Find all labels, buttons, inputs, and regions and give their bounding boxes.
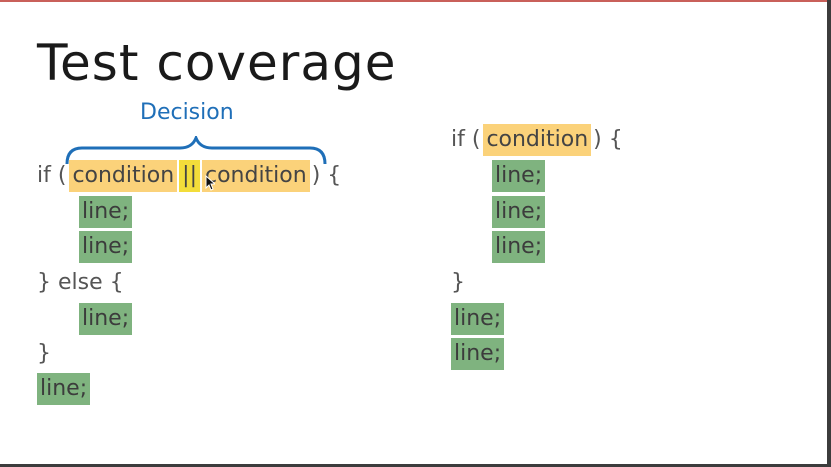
condition-highlight-2: condition: [201, 160, 310, 192]
left-line-3: line;: [79, 303, 133, 335]
covered-line: line;: [37, 373, 91, 405]
covered-line: line;: [492, 196, 546, 228]
left-line-1: line;: [79, 196, 133, 228]
covered-line: line;: [451, 338, 505, 370]
left-else: } else {: [37, 270, 124, 295]
covered-line: line;: [492, 231, 546, 263]
covered-line: line;: [492, 160, 546, 192]
covered-line: line;: [451, 303, 505, 335]
right-line-2: line;: [492, 196, 546, 228]
condition-highlight: condition: [483, 124, 592, 156]
if-keyword: if (: [451, 127, 481, 152]
right-line-5: line;: [451, 338, 505, 370]
covered-line: line;: [79, 196, 133, 228]
left-close-brace: }: [37, 341, 51, 366]
left-line-2: line;: [79, 231, 133, 263]
left-if-line: if (condition||condition) {: [37, 160, 341, 192]
window-edge-bottom: [0, 464, 831, 467]
right-line-1: line;: [492, 160, 546, 192]
covered-line: line;: [79, 231, 133, 263]
decision-label: Decision: [140, 100, 234, 125]
condition-highlight-1: condition: [69, 160, 178, 192]
right-close-brace: }: [451, 270, 465, 295]
mouse-pointer-icon: [205, 175, 215, 191]
left-line-4: line;: [37, 373, 91, 405]
slide-title: Test coverage: [37, 34, 397, 92]
right-if-line: if (condition) {: [451, 124, 623, 156]
right-line-4: line;: [451, 303, 505, 335]
or-operator-highlight: ||: [179, 160, 200, 192]
decision-brace: [65, 136, 327, 165]
right-line-3: line;: [492, 231, 546, 263]
if-close: ) {: [311, 163, 342, 188]
if-close: ) {: [593, 127, 623, 152]
window-edge-right: [827, 0, 831, 467]
covered-line: line;: [79, 303, 133, 335]
if-keyword: if (: [37, 163, 67, 188]
